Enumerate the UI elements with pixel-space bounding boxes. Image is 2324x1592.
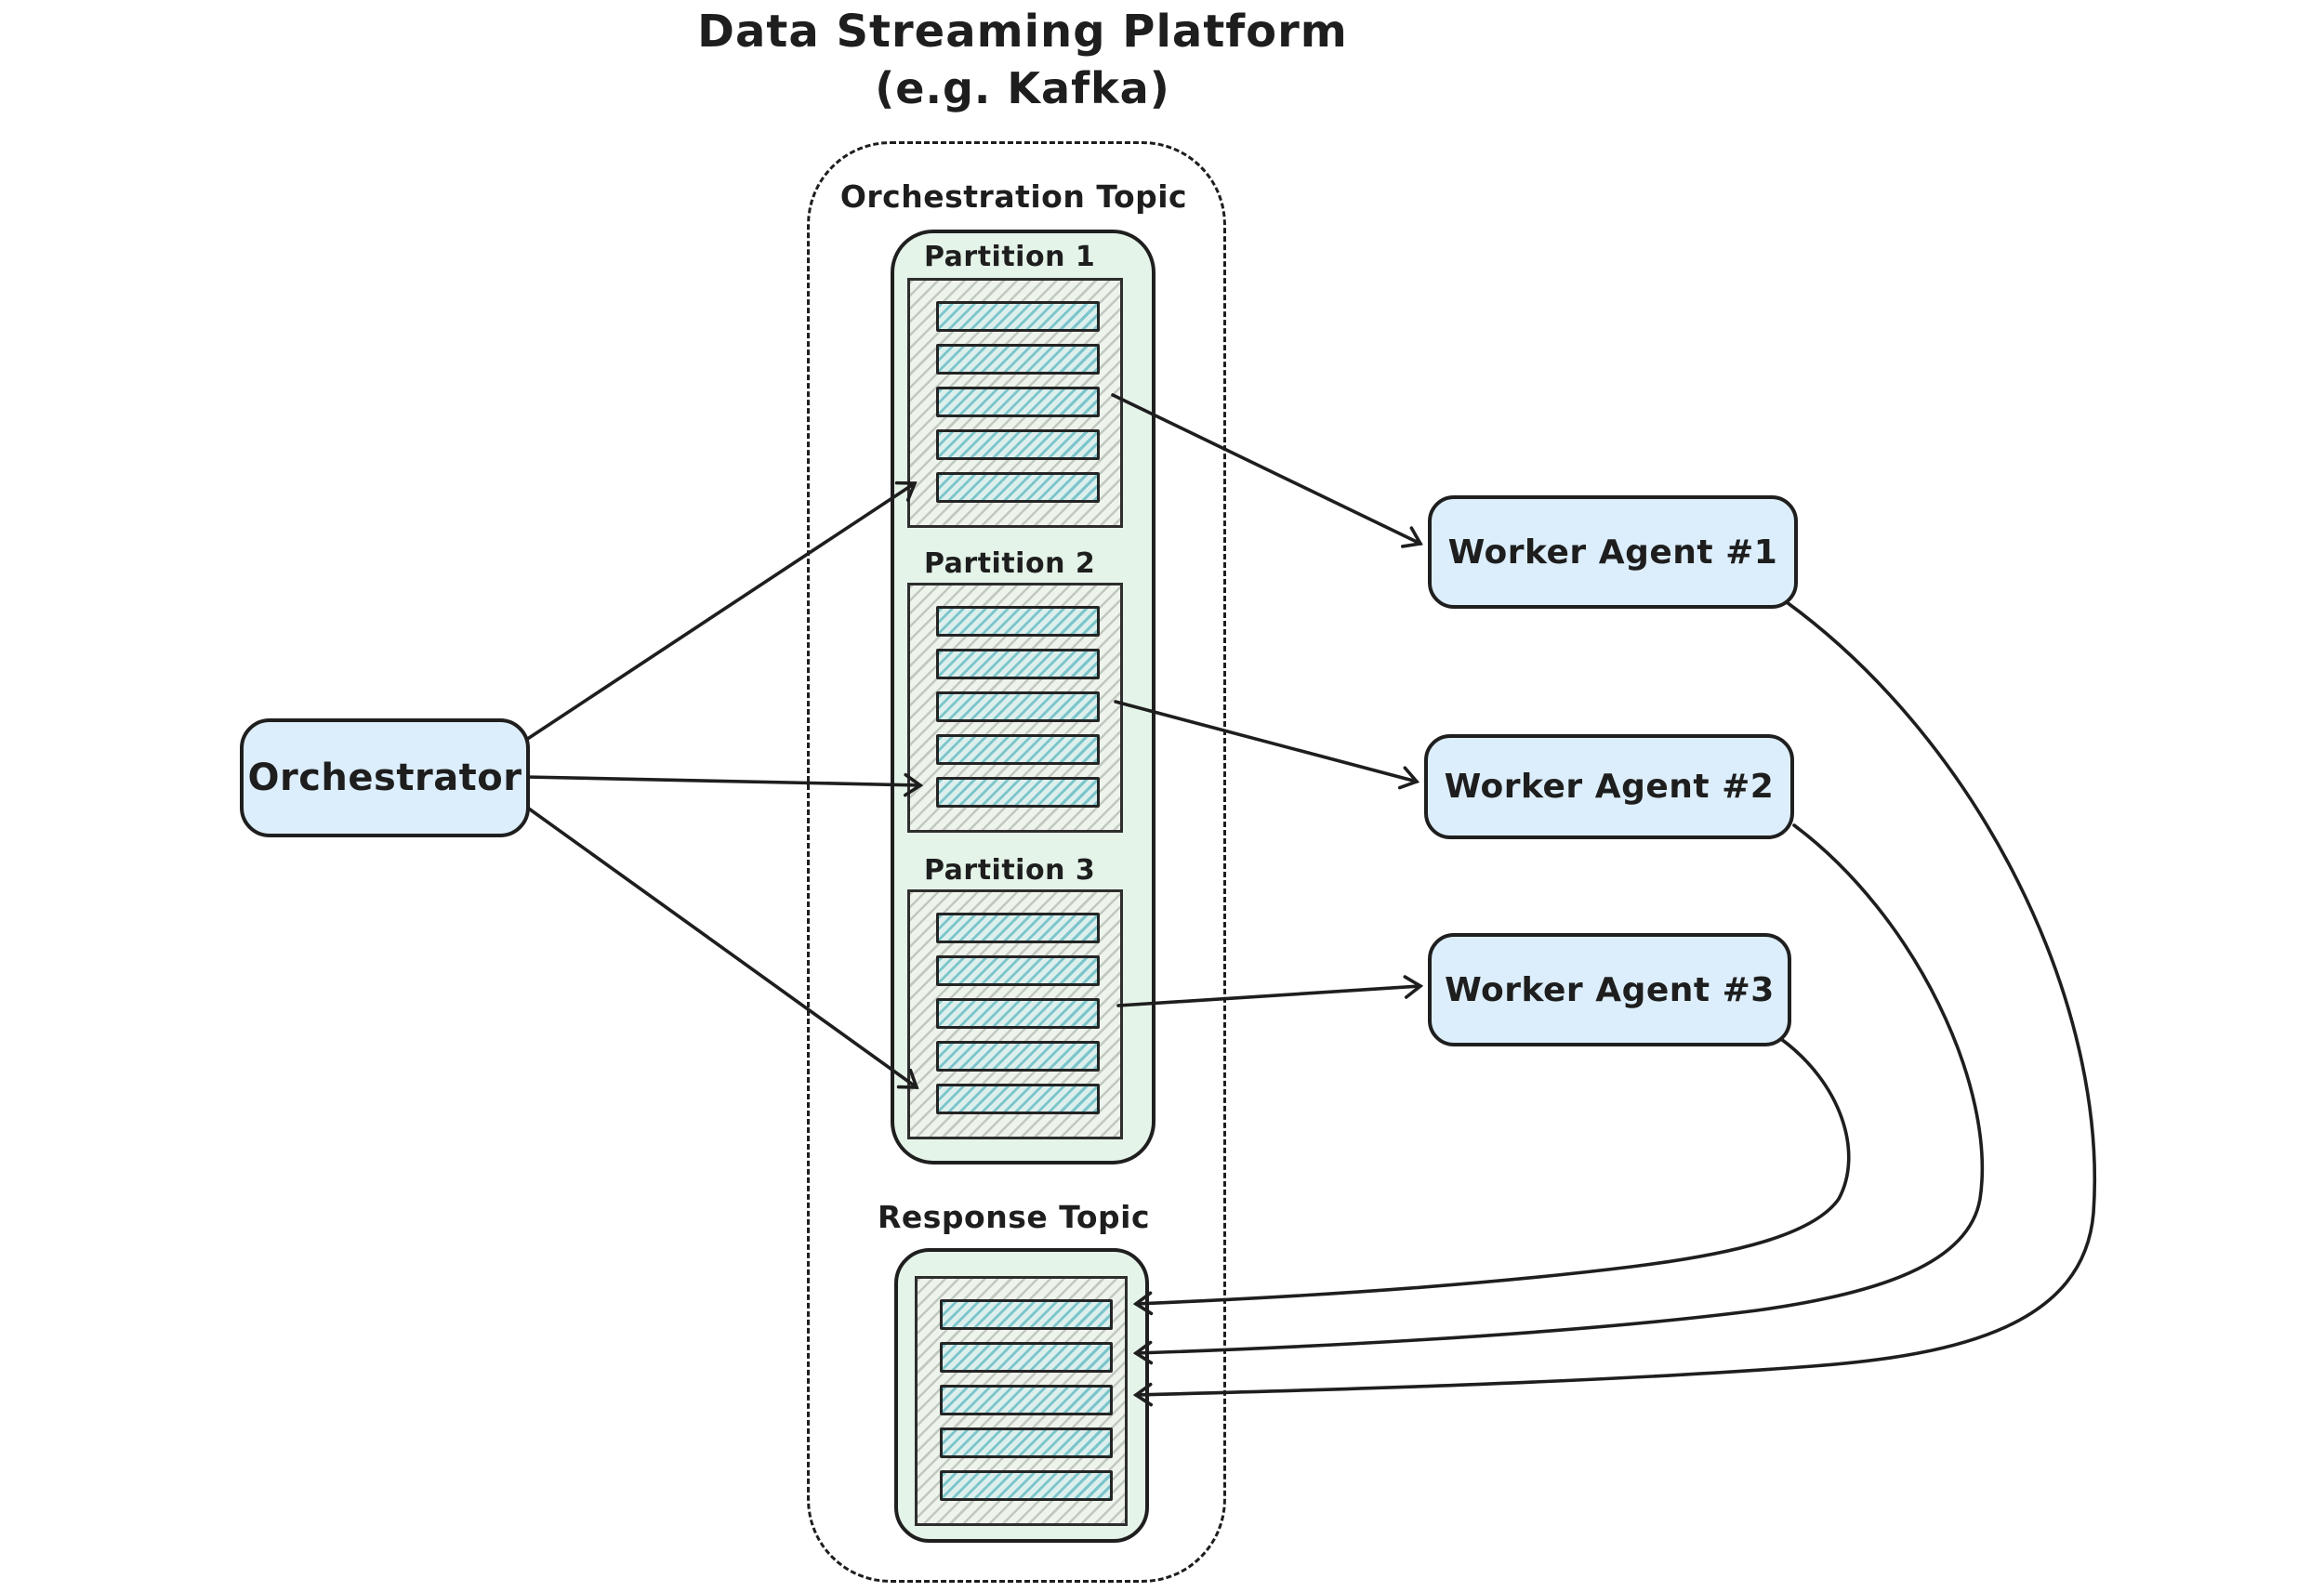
- response-topic-log: [915, 1276, 1128, 1526]
- message-bar: [940, 1385, 1113, 1415]
- orchestration-topic-label: Orchestration Topic: [839, 178, 1188, 215]
- worker-agent-2-label: Worker Agent #2: [1444, 768, 1775, 806]
- partition-3-label: Partition 3: [924, 854, 1096, 887]
- response-topic-label: Response Topic: [877, 1199, 1151, 1235]
- message-bar: [936, 913, 1100, 943]
- partition-1-label: Partition 1: [924, 241, 1096, 273]
- message-bar: [936, 691, 1100, 722]
- message-bar: [940, 1342, 1113, 1373]
- title-line-2: (e.g. Kafka): [875, 63, 1170, 113]
- arrow-worker-3-to-response-topic: [1132, 1037, 1851, 1316]
- message-bar: [936, 1041, 1100, 1072]
- arrow-worker-2-to-response-topic: [1132, 823, 1985, 1365]
- partition-2-label: Partition 2: [924, 547, 1096, 580]
- diagram-title: Data Streaming Platform (e.g. Kafka): [651, 6, 1394, 113]
- message-bar: [936, 1084, 1100, 1114]
- message-bar: [936, 606, 1100, 637]
- partition-1-log: [907, 278, 1123, 528]
- worker-agent-1-node: Worker Agent #1: [1428, 495, 1798, 609]
- orchestrator-node: Orchestrator: [240, 718, 530, 837]
- worker-agent-3-node: Worker Agent #3: [1428, 933, 1791, 1046]
- worker-agent-3-label: Worker Agent #3: [1445, 970, 1775, 1009]
- message-bar: [936, 344, 1100, 375]
- message-bar: [936, 649, 1100, 679]
- message-bar: [936, 429, 1100, 460]
- orchestrator-label: Orchestrator: [247, 757, 522, 799]
- partition-2-log: [907, 583, 1123, 833]
- worker-agent-1-label: Worker Agent #1: [1447, 533, 1778, 572]
- message-bar: [936, 301, 1100, 332]
- message-bar: [936, 734, 1100, 765]
- title-line-1: Data Streaming Platform: [697, 6, 1348, 58]
- message-bar: [940, 1428, 1113, 1458]
- message-bar: [936, 777, 1100, 808]
- message-bar: [940, 1470, 1113, 1501]
- message-bar: [940, 1299, 1113, 1330]
- worker-agent-2-node: Worker Agent #2: [1424, 734, 1794, 839]
- message-bar: [936, 472, 1100, 503]
- orchestration-topic-box: Partition 1 Partition 2 Partition 3: [891, 230, 1155, 1164]
- partition-3-log: [907, 889, 1123, 1139]
- message-bar: [936, 998, 1100, 1029]
- message-bar: [936, 387, 1100, 417]
- message-bar: [936, 955, 1100, 986]
- response-topic-box: [894, 1248, 1149, 1543]
